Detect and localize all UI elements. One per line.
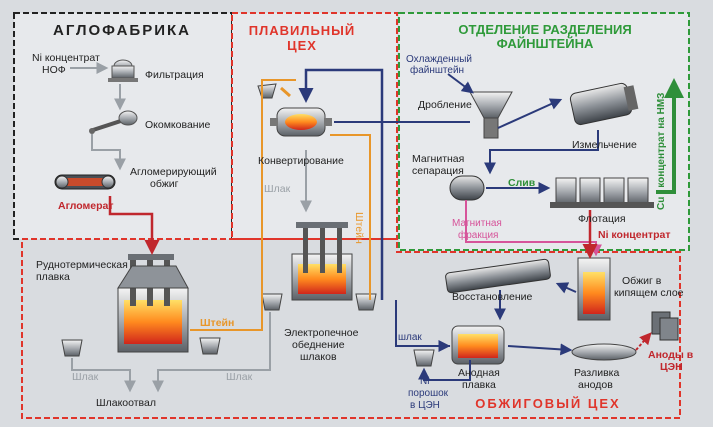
label-slag-a: Шлак bbox=[72, 371, 99, 383]
label-mag-frac-1: Магнитная bbox=[452, 218, 502, 229]
anode-furnace-icon bbox=[451, 325, 505, 365]
label-elec-2: обеднение bbox=[292, 339, 345, 351]
label-slag-dump: Шлакоотвал bbox=[96, 397, 156, 409]
label-mag-frac-2: фракция bbox=[458, 229, 498, 241]
flow-arrow bbox=[484, 130, 599, 175]
smelt-title-line2: ЦЕХ bbox=[287, 38, 317, 53]
flow-arrow-powder bbox=[418, 360, 471, 381]
label-ore-smelt-1: Руднотермическая bbox=[36, 259, 128, 271]
label-cooled-2: файнштейн bbox=[410, 64, 464, 76]
flow-arrow-slag-dump-b bbox=[152, 312, 271, 393]
label-anode-cast-2: анодов bbox=[578, 379, 613, 391]
label-ore-smelt-2: плавка bbox=[36, 271, 70, 283]
label-reduction: Восстановление bbox=[452, 291, 532, 303]
label-anode-cast-1: Разливка bbox=[574, 367, 619, 379]
label-mag-sep-2: сепарация bbox=[412, 165, 464, 177]
label-matte-a: Штейн bbox=[200, 317, 234, 329]
flow-arrow-matte bbox=[190, 79, 296, 331]
label-ni-pow-3: в ЦЭН bbox=[410, 400, 440, 411]
reduction-kiln-icon bbox=[445, 258, 551, 294]
ladle-c-icon bbox=[355, 293, 377, 311]
smelt-title-line1: ПЛАВИЛЬНЫЙ bbox=[249, 23, 356, 38]
flow-arrow-matte-b bbox=[330, 134, 371, 300]
matte-ladle-icon bbox=[199, 337, 221, 355]
electric-furnace-icon bbox=[291, 222, 353, 301]
label-fluid-1: Обжиг в bbox=[622, 275, 662, 287]
label-aglo-roast-1: Агломерирующий bbox=[130, 166, 217, 178]
label-ni-conc-b: Ni концентрат bbox=[598, 229, 670, 241]
label-slag-b: Шлак bbox=[226, 371, 253, 383]
powder-ladle-icon bbox=[413, 349, 435, 367]
label-elec-1: Электропечное bbox=[284, 327, 359, 339]
label-mag-sep-1: Магнитная bbox=[412, 153, 464, 165]
ore-smelting-furnace-icon bbox=[117, 254, 189, 353]
flotation-cells-icon bbox=[550, 177, 654, 208]
aglo-section-frame bbox=[13, 12, 233, 240]
label-slag-d: шлак bbox=[398, 332, 422, 343]
flow-arrow-slag-dump bbox=[71, 358, 136, 393]
label-grinding: Измельчение bbox=[572, 139, 637, 151]
label-anodes-1: Аноды в bbox=[648, 349, 694, 361]
flow-arrow bbox=[91, 134, 126, 171]
label-ni-pow-2: порошок bbox=[408, 388, 449, 399]
label-ni-pow-1: Ni bbox=[420, 376, 429, 387]
label-cu-conc: Cu - концентрат на НМЗ bbox=[656, 93, 667, 210]
flow-arrow-cu bbox=[656, 78, 684, 194]
anode-casting-icon bbox=[571, 343, 637, 361]
label-matte-b: Штейн bbox=[353, 212, 365, 244]
flow-arrow-matte-out bbox=[298, 68, 384, 300]
lower-section-frame bbox=[21, 238, 681, 419]
sep-title-line1: ОТДЕЛЕНИЕ РАЗДЕЛЕНИЯ bbox=[458, 22, 631, 37]
label-crushing: Дробление bbox=[418, 99, 472, 111]
label-drain: Слив bbox=[508, 177, 536, 189]
label-anodes-2: ЦЭН bbox=[660, 361, 683, 373]
label-anode-smelt-1: Анодная bbox=[458, 367, 500, 379]
label-flotation: Флотация bbox=[578, 213, 626, 225]
flow-arrow bbox=[555, 282, 577, 294]
flow-arrow-aglomerate bbox=[108, 196, 160, 255]
separation-section-frame bbox=[398, 12, 690, 251]
pelletizer-icon bbox=[89, 110, 138, 134]
aglo-title: АГЛОФАБРИКА bbox=[53, 22, 191, 39]
fluid-bed-furnace-icon bbox=[577, 257, 611, 321]
flow-arrow bbox=[507, 343, 573, 356]
label-aglo-roast-2: обжиг bbox=[150, 178, 179, 190]
slag-ladle-icon bbox=[61, 339, 83, 357]
label-ni-conc-2: НОФ bbox=[42, 64, 66, 76]
label-anode-smelt-2: плавка bbox=[462, 379, 496, 391]
sep-title-line2: ФАЙНШТЕЙНА bbox=[497, 36, 594, 51]
flow-arrow bbox=[447, 73, 474, 94]
magnetic-separator-icon bbox=[449, 175, 485, 201]
label-cooled-1: Охлажденный bbox=[406, 54, 472, 65]
crusher-icon bbox=[469, 91, 513, 139]
label-elec-3: шлаков bbox=[300, 351, 337, 363]
flow-arrow bbox=[395, 300, 451, 352]
label-ni-conc-1: Ni концентрат bbox=[32, 52, 100, 64]
roast-title: ОБЖИГОВЫЙ ЦЕХ bbox=[475, 396, 620, 411]
ladle-b-icon bbox=[261, 293, 283, 311]
label-pelletizing: Окомкование bbox=[145, 119, 210, 131]
flow-arrow bbox=[497, 98, 563, 129]
ball-mill-icon bbox=[569, 82, 639, 126]
sinter-belt-icon bbox=[54, 174, 116, 190]
label-slag-c: Шлак bbox=[264, 183, 291, 195]
converter-icon bbox=[270, 107, 332, 137]
anodes-icon bbox=[651, 311, 679, 341]
flow-arrow bbox=[635, 332, 652, 351]
label-filtration: Фильтрация bbox=[145, 69, 204, 81]
label-fluid-2: кипящем слое bbox=[614, 287, 684, 299]
label-conversion: Конвертирование bbox=[258, 155, 344, 167]
filter-unit-icon bbox=[108, 59, 138, 82]
label-aglomerate: Агломерат bbox=[58, 200, 114, 212]
